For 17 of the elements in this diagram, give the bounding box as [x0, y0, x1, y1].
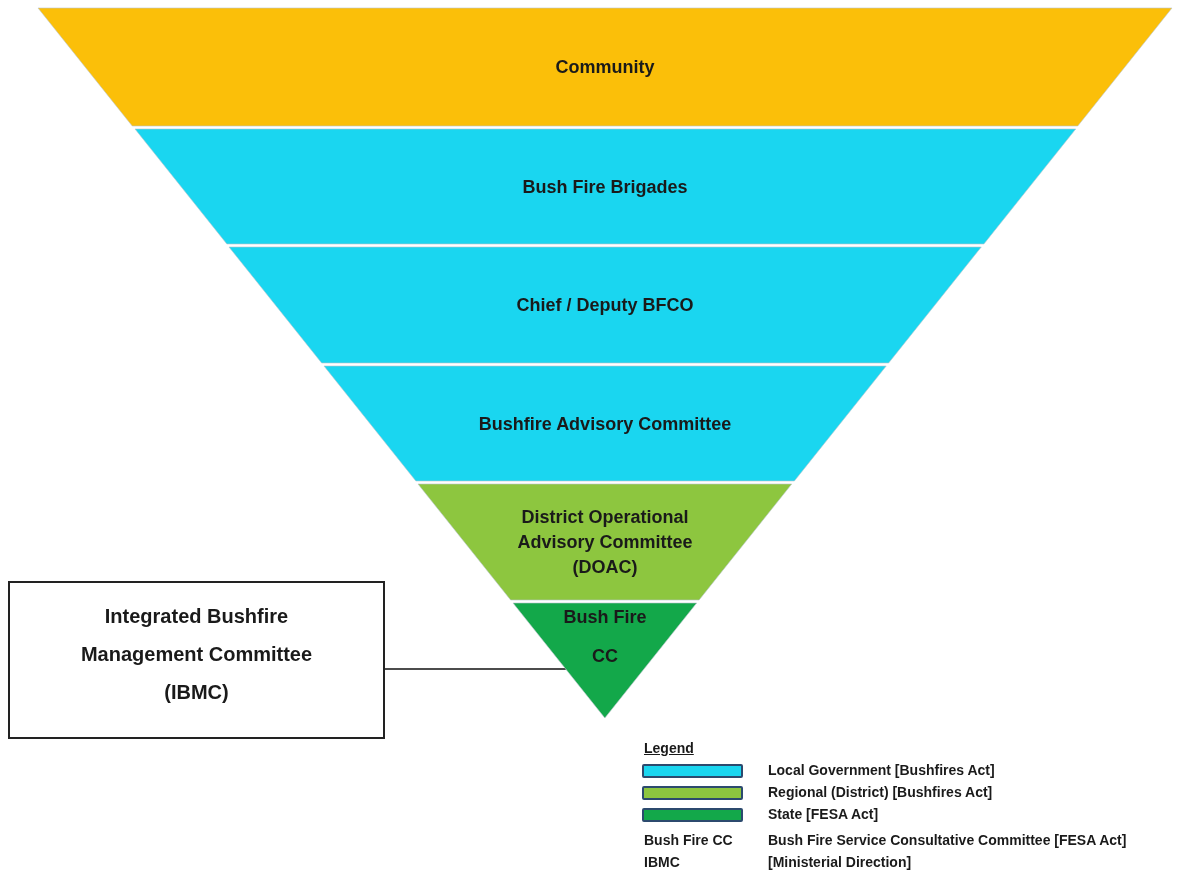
text-box: [8, 581, 385, 739]
box-label: Integrated Bushfire Management Committee (IBMC): [79, 604, 314, 705]
tier-label: Community: [554, 55, 656, 79]
legend-title: Legend: [644, 740, 694, 756]
legend-term: Bush Fire CC: [644, 832, 733, 848]
legend-label: Regional (District) [Bushfires Act]: [768, 784, 993, 800]
legend-label: State [FESA Act]: [768, 806, 879, 822]
legend-term: IBMC: [644, 854, 680, 870]
tier-label: Chief / Deputy BFCO: [515, 293, 695, 317]
tier-label: Bushfire Advisory Committee: [477, 412, 733, 436]
tier-label: Bush Fire Brigades: [521, 175, 689, 199]
legend-label: Local Government [Bushfires Act]: [768, 762, 995, 778]
legend-description: [Ministerial Direction]: [768, 854, 912, 870]
legend-description: Bush Fire Service Consultative Committee [FESA Act]: [768, 832, 1127, 848]
tier-label: District Operational Advisory Committee (DOAC): [516, 505, 694, 579]
connector-line: [384, 668, 567, 670]
tier-label: Bush Fire CC: [562, 606, 648, 668]
